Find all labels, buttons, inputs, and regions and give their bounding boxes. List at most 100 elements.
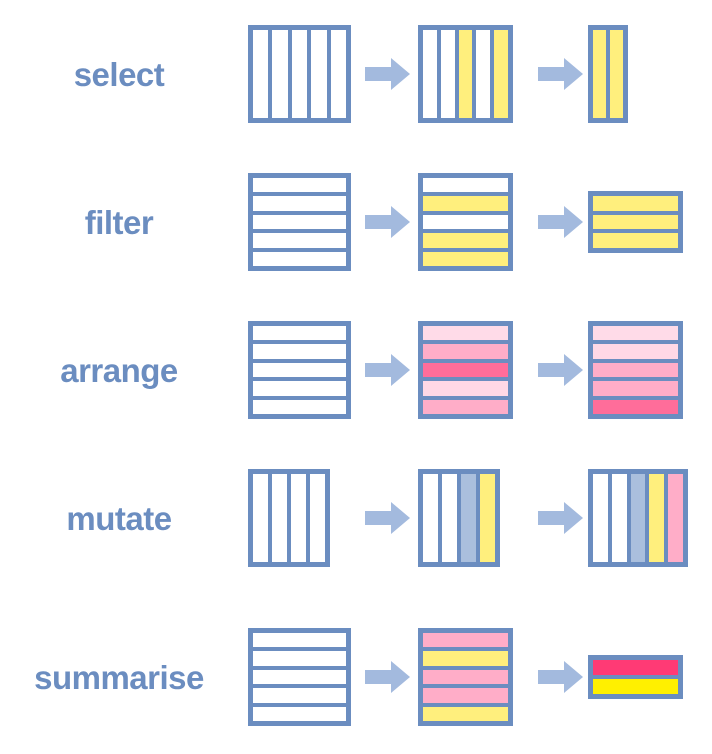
- table-column: [458, 30, 473, 118]
- right-arrow-icon-2: [538, 660, 584, 694]
- table-column: [611, 474, 627, 562]
- table-column: [630, 474, 646, 562]
- table-column: [593, 30, 606, 118]
- table-row: [253, 688, 346, 703]
- table-column: [311, 30, 327, 118]
- verb-label-summarise: summarise: [34, 658, 204, 696]
- table-column: [253, 30, 269, 118]
- stage-2: [418, 321, 513, 419]
- table-column: [480, 474, 495, 562]
- table-column: [423, 474, 438, 562]
- verb-label-mutate: mutate: [66, 499, 172, 537]
- stage-2: [418, 25, 513, 123]
- input-table: [248, 173, 351, 271]
- table-row: [593, 679, 678, 694]
- table-row: [253, 326, 346, 341]
- input-table: [248, 469, 330, 567]
- table-row: [593, 326, 678, 341]
- table-row: [593, 214, 678, 230]
- table-row: [253, 214, 346, 230]
- verb-row-select: select: [0, 0, 712, 148]
- table-row: [423, 399, 508, 414]
- stage-1: [248, 173, 351, 271]
- highlighted-table: [418, 25, 513, 123]
- table-row: [593, 344, 678, 359]
- table-column: [291, 30, 308, 118]
- stage-3: [588, 321, 683, 419]
- right-arrow-icon-1: [365, 501, 411, 535]
- table-column: [291, 474, 306, 562]
- table-row: [423, 178, 508, 193]
- table-row: [593, 233, 678, 248]
- right-arrow-icon-2: [538, 205, 584, 239]
- table-column: [610, 30, 623, 118]
- right-arrow-icon-1: [365, 660, 411, 694]
- table-column: [330, 30, 346, 118]
- stage-3: [588, 25, 628, 123]
- right-arrow-icon-2: [538, 353, 584, 387]
- input-table: [248, 628, 351, 726]
- table-column: [494, 30, 508, 118]
- table-row: [593, 660, 678, 675]
- table-row: [253, 178, 346, 193]
- input-table: [248, 25, 351, 123]
- verb-row-filter: filter: [0, 148, 712, 296]
- stage-strip: [238, 0, 712, 148]
- highlighted-table: [418, 173, 513, 271]
- result-table: [588, 25, 628, 123]
- stage-1: [248, 321, 351, 419]
- table-row: [423, 688, 508, 703]
- highlighted-table: [418, 321, 513, 419]
- table-column: [440, 30, 455, 118]
- table-row: [423, 669, 508, 685]
- table-row: [253, 651, 346, 666]
- verb-label-filter: filter: [84, 203, 154, 241]
- table-row: [593, 381, 678, 396]
- result-table: [588, 191, 683, 253]
- stage-1: [248, 469, 330, 567]
- table-column: [649, 474, 665, 562]
- table-column: [593, 474, 608, 562]
- table-row: [423, 214, 508, 230]
- table-row: [423, 651, 508, 666]
- table-row: [423, 362, 508, 378]
- stage-2: [418, 628, 513, 726]
- stage-2: [418, 469, 500, 567]
- table-row: [423, 326, 508, 341]
- table-row: [253, 362, 346, 378]
- table-row: [423, 233, 508, 248]
- input-table: [248, 321, 351, 419]
- table-column: [310, 474, 325, 562]
- stage-strip: [238, 296, 712, 444]
- result-table: [588, 469, 688, 567]
- table-row: [253, 233, 346, 248]
- verb-row-summarise: summarise: [0, 600, 712, 754]
- stage-3: [588, 655, 683, 699]
- verb-label-arrange: arrange: [60, 351, 178, 389]
- table-row: [423, 633, 508, 648]
- table-column: [461, 474, 476, 562]
- table-column: [253, 474, 268, 562]
- table-column: [442, 474, 457, 562]
- stage-3: [588, 191, 683, 253]
- table-column: [272, 30, 288, 118]
- table-row: [423, 381, 508, 396]
- result-table: [588, 655, 683, 699]
- table-row: [593, 196, 678, 211]
- table-row: [253, 196, 346, 211]
- table-row: [253, 251, 346, 266]
- table-row: [423, 344, 508, 359]
- table-column: [668, 474, 683, 562]
- stage-strip: [238, 148, 712, 296]
- right-arrow-icon-1: [365, 205, 411, 239]
- stage-2: [418, 173, 513, 271]
- table-row: [253, 399, 346, 414]
- stage-strip: [238, 444, 712, 592]
- table-row: [253, 344, 346, 359]
- stage-1: [248, 25, 351, 123]
- verb-row-arrange: arrange: [0, 296, 712, 444]
- right-arrow-icon-1: [365, 57, 411, 91]
- table-row: [423, 706, 508, 721]
- right-arrow-icon-2: [538, 501, 584, 535]
- table-row: [593, 362, 678, 378]
